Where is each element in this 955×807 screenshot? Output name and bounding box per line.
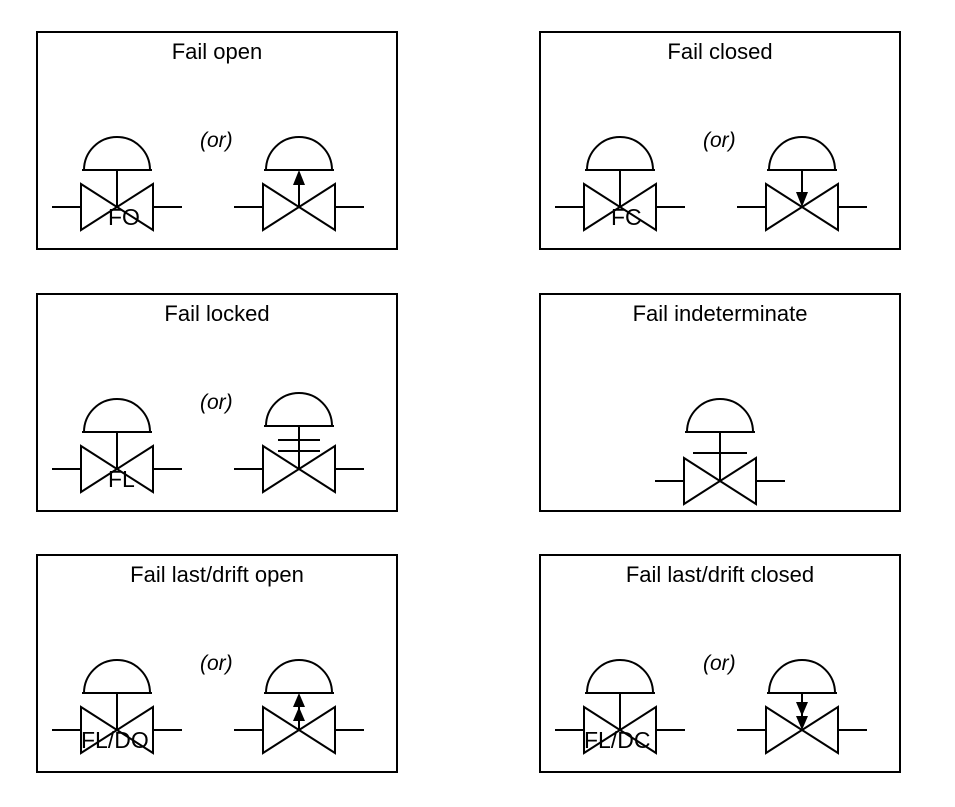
valve-body-left-triangle: [765, 705, 804, 755]
or-label: (or): [200, 129, 233, 152]
panel-code-label: FL/DO: [81, 727, 149, 753]
diaphragm-dome-icon: [83, 398, 151, 433]
arrow-up-head-upper-icon: [293, 693, 305, 707]
panel-code-label: FL/DC: [584, 727, 651, 753]
valve-symbol-indeterminate-stem: [655, 398, 785, 506]
or-label: (or): [200, 652, 233, 675]
or-label: (or): [703, 129, 736, 152]
valve-body-right-triangle: [800, 705, 839, 755]
valve-body-right-triangle: [297, 182, 336, 232]
valve-body-right-triangle: [297, 705, 336, 755]
valve-body-left-triangle: [683, 456, 722, 506]
valve-symbol-plain: [52, 136, 182, 232]
panel-fail-last-drift-closed: Fail last/drift closed (or) FL/DC: [539, 554, 901, 773]
diaphragm-dome-icon: [83, 659, 151, 694]
panel-title: Fail last/drift open: [130, 562, 304, 587]
panel-code-label: FO: [108, 204, 140, 230]
panel-title: Fail locked: [164, 301, 270, 326]
diaphragm-dome-icon: [83, 136, 151, 171]
diaphragm-dome-icon: [686, 398, 754, 433]
valve-symbol-double-arrow-up: [234, 659, 364, 755]
diaphragm-dome-icon: [586, 136, 654, 171]
panel-fail-last-drift-open: Fail last/drift open (or) FL/DO: [36, 554, 398, 773]
valve-symbol-plain: [555, 659, 685, 755]
arrow-down-head-lower-icon: [796, 716, 808, 730]
or-label: (or): [703, 652, 736, 675]
diaphragm-dome-icon: [265, 136, 333, 171]
panel-title: Fail indeterminate: [632, 301, 808, 326]
panel-fail-closed: Fail closed (or) FC: [539, 31, 901, 250]
diaphragm-dome-icon: [265, 392, 333, 427]
arrow-up-head-icon: [293, 170, 305, 185]
arrow-down-head-icon: [796, 192, 808, 207]
panel-title: Fail closed: [667, 39, 773, 64]
valve-body-left-triangle: [262, 182, 301, 232]
valve-body-left-triangle: [262, 444, 301, 494]
panel-fail-locked: Fail locked (or) FL: [36, 293, 398, 512]
valve-symbol-plain: [52, 398, 182, 494]
valve-body-left-triangle: [765, 182, 804, 232]
valve-body-right-triangle: [718, 456, 757, 506]
diaphragm-dome-icon: [586, 659, 654, 694]
panel-code-label: FC: [611, 204, 642, 230]
valve-symbol-arrow-up: [234, 136, 364, 232]
diaphragm-dome-icon: [265, 659, 333, 694]
panel-fail-indeterminate: Fail indeterminate: [539, 293, 901, 512]
valve-body-right-triangle: [800, 182, 839, 232]
panel-title: Fail last/drift closed: [625, 562, 815, 587]
valve-symbol-arrow-down: [737, 136, 867, 232]
valve-symbol-double-arrow-down: [737, 659, 867, 755]
diaphragm-dome-icon: [768, 659, 836, 694]
valve-body-left-triangle: [262, 705, 301, 755]
panel-code-label: FL: [108, 466, 135, 492]
arrow-up-head-lower-icon: [293, 707, 305, 721]
valve-body-right-triangle: [297, 444, 336, 494]
panel-title: Fail open: [171, 39, 263, 64]
valve-symbol-plain: [555, 136, 685, 232]
valve-symbol-plain: [52, 659, 182, 755]
arrow-down-head-upper-icon: [796, 702, 808, 716]
diaphragm-dome-icon: [768, 136, 836, 171]
or-label: (or): [200, 391, 233, 414]
valve-symbol-locked-stem: [234, 392, 364, 494]
panel-fail-open: Fail open (or) FO: [36, 31, 398, 250]
